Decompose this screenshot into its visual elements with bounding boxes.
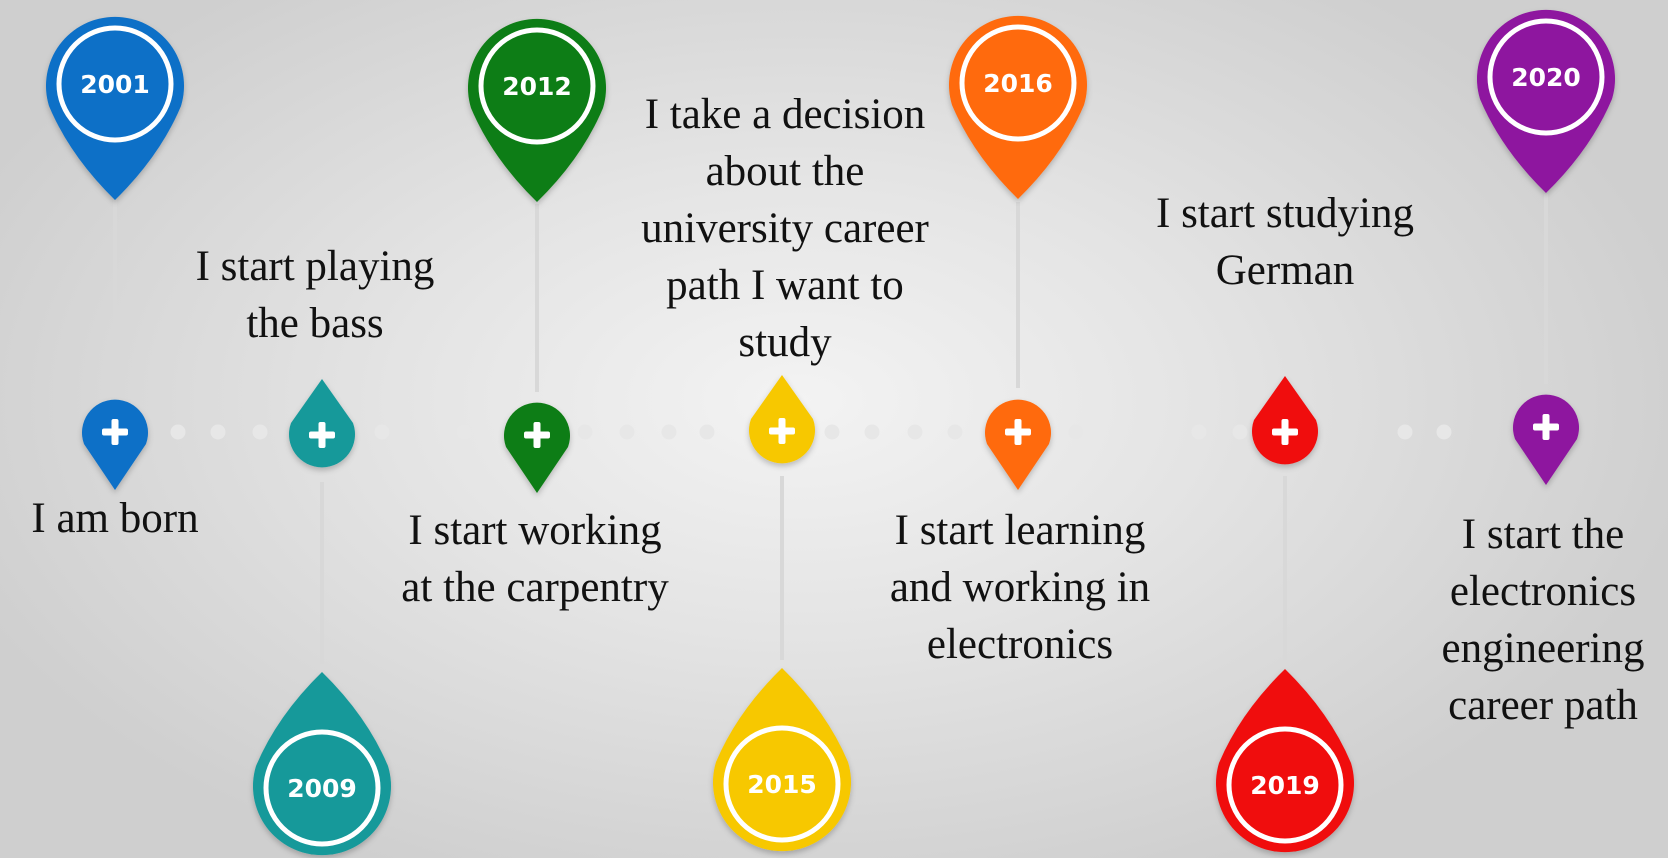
pin-shape bbox=[1477, 9, 1615, 194]
timeline-dot bbox=[661, 424, 677, 440]
timeline-dot bbox=[1068, 424, 1084, 440]
timeline-dot bbox=[864, 424, 880, 440]
timeline-marker-2015 bbox=[749, 375, 816, 464]
plus-icon bbox=[1533, 414, 1559, 440]
timeline-dot bbox=[619, 424, 635, 440]
year-label-2020: 2020 bbox=[1511, 63, 1581, 92]
year-pin-2009: 2009 bbox=[253, 672, 392, 856]
plus-icon bbox=[769, 418, 795, 444]
timeline-dot bbox=[1397, 424, 1413, 440]
timeline-dot bbox=[374, 424, 390, 440]
timeline-dotted-line bbox=[170, 424, 1452, 440]
year-pin-2001: 2001 bbox=[46, 16, 185, 200]
year-pin-2020: 2020 bbox=[1477, 9, 1615, 194]
year-pin-2016: 2016 bbox=[949, 15, 1087, 199]
timeline-marker-2020 bbox=[1513, 394, 1579, 485]
caption-2016: I start learning and working in electron… bbox=[889, 507, 1151, 668]
timeline-dot bbox=[456, 424, 472, 440]
pin-shape bbox=[713, 668, 851, 852]
timeline-dot bbox=[1191, 424, 1207, 440]
pin-shape bbox=[1216, 669, 1354, 853]
pin-shape bbox=[46, 16, 185, 200]
timeline-marker-2009 bbox=[289, 379, 355, 468]
year-pin-2019: 2019 bbox=[1216, 669, 1354, 853]
year-label-2015: 2015 bbox=[747, 770, 817, 799]
year-label-2012: 2012 bbox=[502, 72, 572, 101]
timeline-marker-2012 bbox=[503, 402, 570, 493]
pin-ring bbox=[723, 725, 841, 843]
caption-2020: I start the electronics engineering care… bbox=[1441, 511, 1645, 729]
plus-icon bbox=[309, 422, 335, 448]
plus-icon bbox=[102, 419, 128, 445]
year-pins: 2001 2009 2012 2015 2016 2019 2020 bbox=[46, 9, 1615, 856]
pin-ring bbox=[1226, 726, 1344, 844]
timeline-dot bbox=[699, 424, 715, 440]
pin-ring bbox=[1487, 18, 1605, 136]
connector-lines bbox=[113, 194, 1548, 664]
pin-ring bbox=[959, 24, 1077, 142]
plus-icon bbox=[1272, 419, 1298, 445]
caption-2015: I take a decision about the university c… bbox=[641, 91, 929, 366]
timeline-dot bbox=[1436, 424, 1452, 440]
timeline-marker-2019 bbox=[1252, 376, 1319, 465]
timeline-dot bbox=[1232, 424, 1248, 440]
caption-2001: I am born bbox=[31, 495, 199, 542]
timeline-dot bbox=[210, 424, 226, 440]
timeline-markers bbox=[82, 375, 1579, 493]
timeline-dot bbox=[1109, 424, 1125, 440]
caption-2012: I start working at the carpentry bbox=[401, 507, 669, 611]
year-label-2001: 2001 bbox=[80, 70, 150, 99]
timeline-dot bbox=[577, 424, 593, 440]
pin-shape bbox=[468, 18, 606, 203]
pin-ring bbox=[56, 25, 174, 143]
pin-ring bbox=[478, 27, 596, 145]
pin-shape bbox=[253, 672, 392, 856]
plus-icon bbox=[524, 422, 550, 448]
timeline-dot bbox=[252, 424, 268, 440]
caption-2009: I start playing the bass bbox=[195, 243, 435, 347]
plus-icon bbox=[1005, 419, 1031, 445]
caption-2019: I start studying German bbox=[1156, 190, 1414, 294]
timeline-dot bbox=[907, 424, 923, 440]
timeline-marker-2016 bbox=[985, 399, 1051, 490]
pin-ring bbox=[263, 729, 381, 847]
timeline-dot bbox=[824, 424, 840, 440]
year-pin-2015: 2015 bbox=[713, 668, 851, 852]
timeline-dot bbox=[170, 424, 186, 440]
year-label-2009: 2009 bbox=[287, 774, 357, 803]
year-label-2019: 2019 bbox=[1250, 771, 1320, 800]
year-pin-2012: 2012 bbox=[468, 18, 606, 203]
pin-shape bbox=[949, 15, 1087, 199]
timeline-marker-2001 bbox=[82, 399, 148, 490]
timeline-dot bbox=[947, 424, 963, 440]
year-label-2016: 2016 bbox=[983, 69, 1053, 98]
